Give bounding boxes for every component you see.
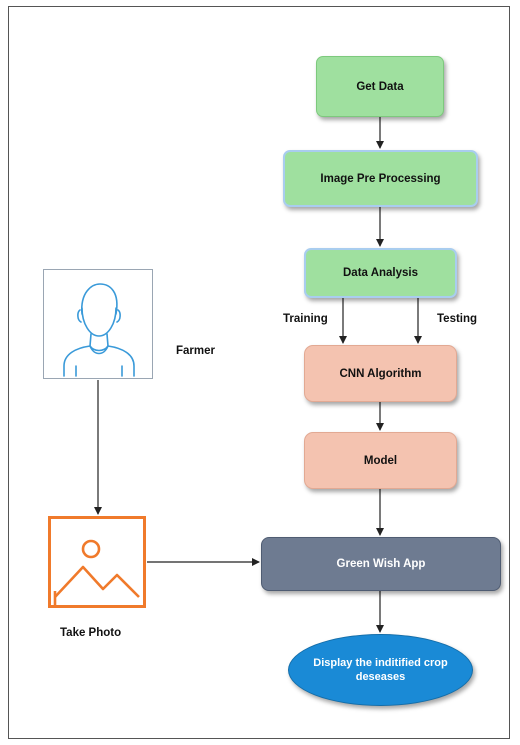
person-icon xyxy=(63,283,135,377)
diagram-frame xyxy=(8,6,510,739)
node-model: Model xyxy=(304,432,457,489)
actor-label-take-photo: Take Photo xyxy=(60,627,122,639)
farmer-avatar xyxy=(43,269,153,379)
node-get-data: Get Data xyxy=(316,56,444,117)
image-icon xyxy=(53,539,140,605)
node-image-pre-processing: Image Pre Processing xyxy=(283,150,478,207)
node-display-result: Display the inditified crop deseases xyxy=(288,634,473,706)
node-cnn-algorithm: CNN Algorithm xyxy=(304,345,457,402)
take-photo-icon-box xyxy=(48,516,146,608)
node-data-analysis: Data Analysis xyxy=(304,248,457,298)
node-green-wish-app: Green Wish App xyxy=(261,537,501,591)
edge-label-testing: Testing xyxy=(437,313,478,325)
actor-label-farmer: Farmer xyxy=(176,345,215,357)
edge-label-training: Training xyxy=(283,313,328,325)
